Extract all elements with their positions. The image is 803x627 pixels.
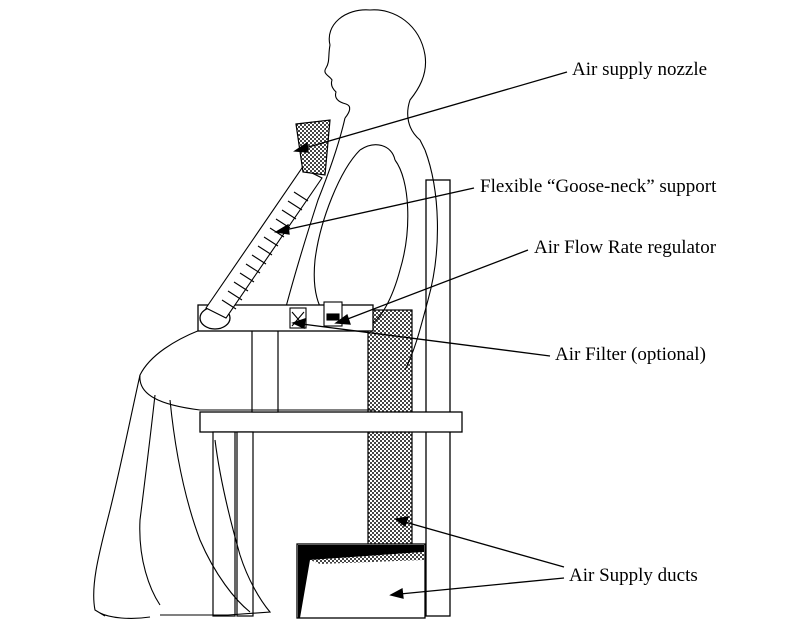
label-air-supply-ducts: Air Supply ducts — [569, 565, 698, 586]
chair-back — [425, 179, 451, 617]
label-gooseneck-support: Flexible “Goose-neck” support — [480, 176, 717, 197]
air-supply-nozzle — [295, 119, 331, 176]
armrest-post — [251, 329, 279, 413]
leader-lines — [274, 71, 568, 599]
label-air-flow-rate-regulator: Air Flow Rate regulator — [534, 237, 717, 258]
gooseneck-support — [205, 167, 323, 319]
base-air-duct — [296, 543, 426, 619]
air-flow-regulator-box — [323, 301, 343, 327]
chair-seat — [199, 411, 463, 433]
label-air-supply-nozzle: Air supply nozzle — [572, 59, 708, 80]
seated-person-outline — [93, 9, 439, 619]
chair-front-legs — [212, 431, 254, 617]
label-air-filter: Air Filter (optional) — [555, 344, 706, 365]
